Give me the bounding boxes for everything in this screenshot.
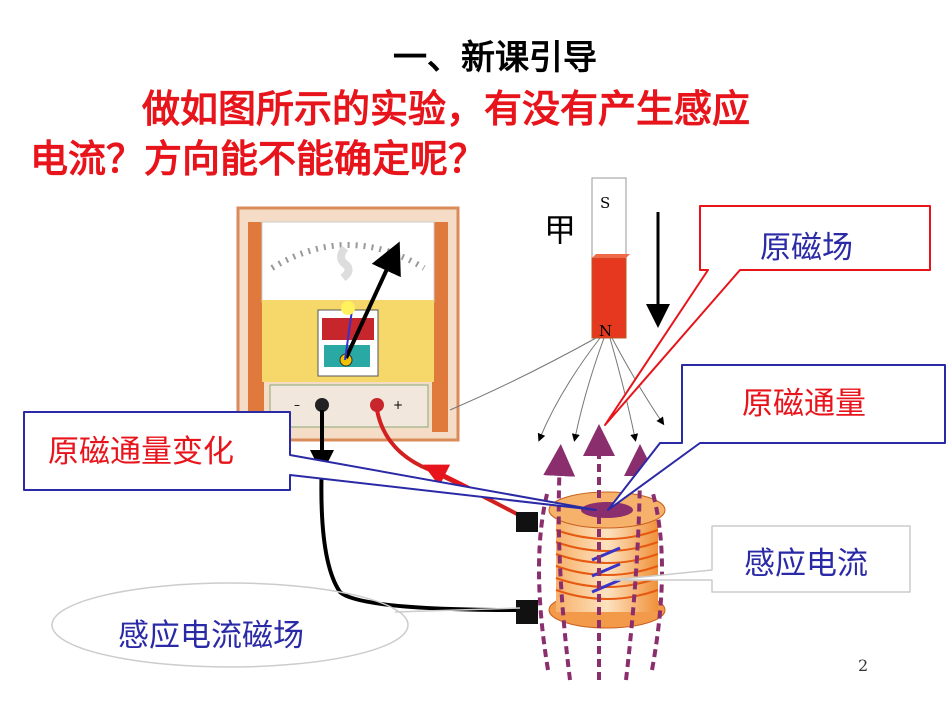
meter-minus-label: – bbox=[294, 398, 300, 412]
induced-field-label: 感应电流磁场 bbox=[118, 618, 304, 654]
callout-induced-current bbox=[611, 525, 911, 593]
question-line-1: 做如图所示的实验，有没有产生感应 bbox=[142, 87, 751, 131]
original-field-label: 原磁场 bbox=[760, 230, 853, 266]
magnet-label: 甲 bbox=[544, 211, 577, 249]
callout-original-field bbox=[604, 205, 931, 426]
bar-magnet bbox=[591, 177, 630, 339]
flux-change-label: 原磁通量变化 bbox=[48, 434, 234, 470]
original-flux-label: 原磁通量 bbox=[742, 386, 866, 422]
question-line-2: 电流？方向能不能确定呢？ bbox=[30, 137, 487, 181]
page-number: 2 bbox=[858, 656, 869, 675]
coil bbox=[516, 491, 666, 629]
meter-plus-label: + bbox=[393, 398, 404, 412]
callout-flux-change bbox=[23, 411, 597, 511]
induced-current-label: 感应电流 bbox=[744, 546, 868, 582]
callout-induced-field bbox=[51, 582, 521, 668]
magnet-south-label: S bbox=[600, 194, 611, 212]
galvanometer bbox=[236, 206, 460, 442]
slide-title: 一、新课引导 bbox=[393, 38, 597, 78]
callout-original-flux bbox=[607, 364, 946, 511]
magnet-north-label: N bbox=[599, 322, 613, 340]
